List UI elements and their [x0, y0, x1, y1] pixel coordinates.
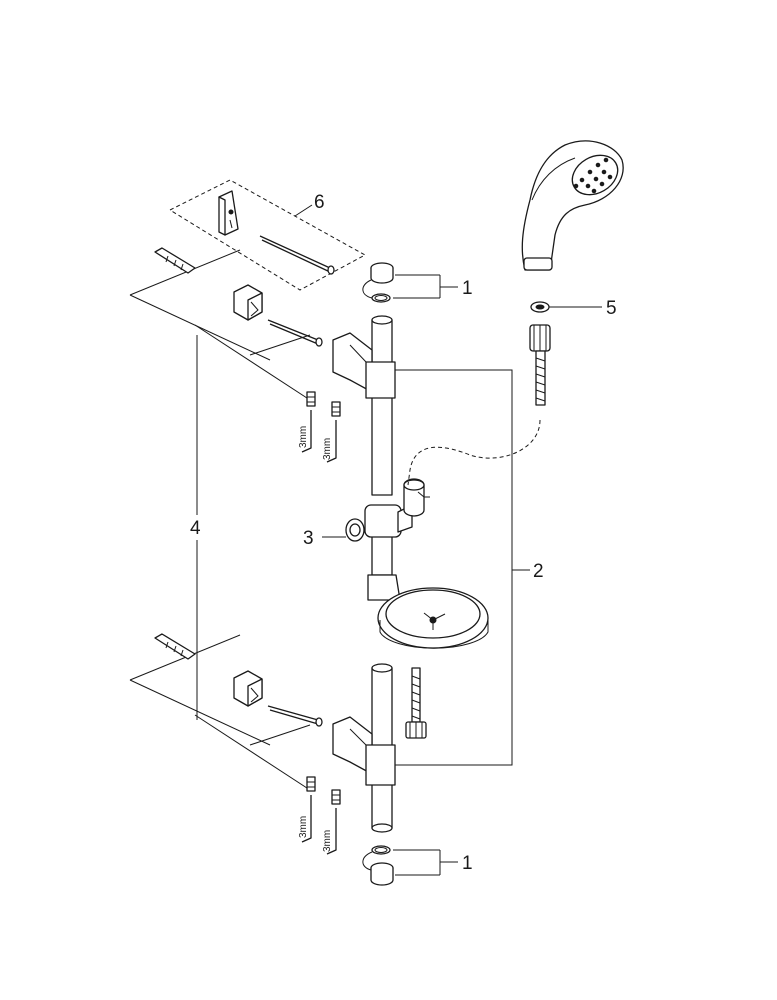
hex-keys-top: 3mm 3mm [298, 391, 341, 463]
shower-hose-upper [529, 324, 551, 406]
callout-leaders [322, 274, 602, 876]
wall-mount-top [129, 247, 323, 401]
callout-1-top: 1 [462, 278, 473, 299]
hex-key-size-label: 3mm [322, 438, 333, 460]
hose-washer [530, 301, 550, 313]
shower-hose-lower [405, 667, 427, 739]
hand-shower [521, 140, 624, 271]
wall-mount-bottom [129, 633, 323, 791]
hex-key-size-label: 3mm [298, 816, 309, 838]
hex-key-size-label: 3mm [298, 426, 309, 448]
hex-keys-bottom: 3mm 3mm [298, 776, 341, 855]
spare-bracket-kit [168, 179, 367, 291]
hose-path [407, 419, 541, 486]
callout-4: 4 [190, 518, 201, 539]
shower-rail [332, 262, 396, 886]
callout-6: 6 [314, 192, 325, 213]
callout-5: 5 [606, 298, 617, 319]
slider-holder [345, 478, 430, 542]
hex-key-size-label: 3mm [322, 830, 333, 852]
soap-dish [367, 574, 489, 649]
callout-2: 2 [533, 561, 544, 582]
callout-3: 3 [303, 528, 314, 549]
callout-1-bottom: 1 [462, 853, 473, 874]
